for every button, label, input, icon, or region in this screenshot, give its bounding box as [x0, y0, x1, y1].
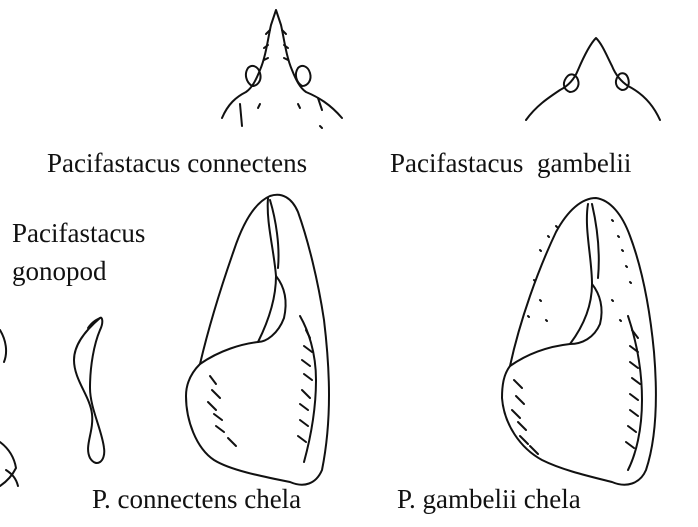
connectens-head-label: Pacifastacus connectens: [47, 150, 307, 177]
connectens-chela-drawing: [186, 195, 329, 485]
gambelii-chela-label: P. gambelii chela: [397, 486, 581, 513]
connectens-chela-label: P. connectens chela: [92, 486, 301, 513]
gonopod-fragment-drawing: [0, 330, 18, 486]
connectens-head-drawing: [222, 10, 342, 128]
gonopod-label-line2: gonopod: [12, 258, 107, 285]
gonopod-label-line1: Pacifastacus: [12, 220, 145, 247]
gambelii-chela-drawing: [502, 198, 656, 485]
gambelii-head-drawing: [526, 38, 660, 120]
gonopod-drawing: [74, 318, 104, 463]
gambelii-head-label: Pacifastacus gambelii: [390, 150, 631, 177]
